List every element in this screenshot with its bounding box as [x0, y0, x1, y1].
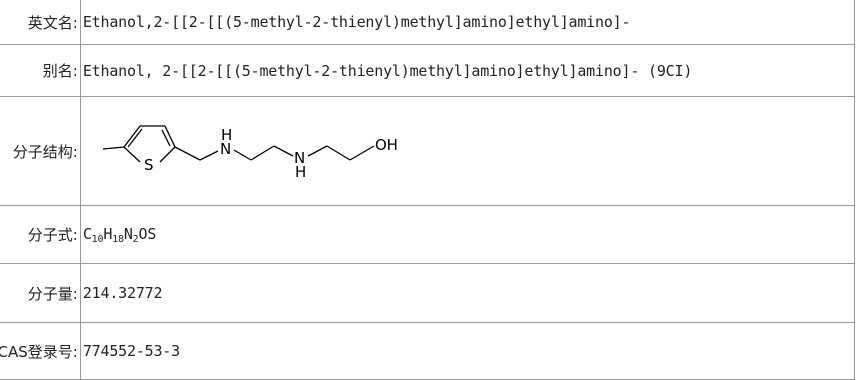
sulfur-atom: S: [144, 156, 153, 174]
bond: [102, 146, 124, 150]
row-molecular-formula: 分子式: C10H18N2OS: [0, 205, 856, 264]
bond: [250, 145, 275, 161]
alias-value: Ethanol, 2-[[2-[[(5-methyl-2-thienyl)met…: [79, 44, 856, 97]
cas-value: 774552-53-3: [79, 322, 856, 380]
formula-subscript: 18: [112, 233, 124, 245]
bond: [273, 145, 294, 157]
bond: [199, 150, 219, 161]
hydroxyl-group: OH: [375, 136, 398, 154]
bond: [127, 128, 143, 148]
row-alias: 别名: Ethanol, 2-[[2-[[(5-methyl-2-thienyl…: [0, 44, 856, 97]
amine-nitrogen-1: N: [220, 140, 231, 158]
alias-label: 别名:: [0, 44, 81, 97]
bond: [307, 145, 328, 157]
row-cas-number: CAS登录号: 774552-53-3: [0, 322, 856, 380]
structure-label: 分子结构:: [0, 96, 81, 206]
english-name-value: Ethanol,2-[[2-[[(5-methyl-2-thienyl)meth…: [79, 0, 856, 45]
amine-hydrogen-1: H: [221, 126, 232, 144]
weight-label: 分子量:: [0, 263, 81, 323]
row-english-name: 英文名: Ethanol,2-[[2-[[(5-methyl-2-thienyl…: [0, 0, 856, 45]
formula-subscript: 10: [91, 233, 104, 245]
formula-label: 分子式:: [0, 205, 81, 264]
formula-subscript: 2: [132, 233, 139, 245]
bond: [123, 146, 141, 163]
bond: [326, 145, 351, 161]
cas-label: CAS登录号:: [0, 322, 81, 380]
formula-element: OS: [138, 224, 157, 243]
row-structure: 分子结构:: [0, 96, 856, 206]
formula-value: C10H18N2OS: [79, 205, 856, 264]
bond: [174, 146, 201, 161]
bond: [233, 149, 252, 161]
amine-nitrogen-2: N: [294, 149, 305, 167]
structure-cell: S H N N H OH: [79, 96, 856, 206]
bond: [164, 125, 176, 148]
bond: [159, 146, 176, 163]
formula-element: C: [82, 224, 92, 243]
formula-element: N: [123, 224, 133, 243]
bond: [349, 145, 375, 161]
bond: [161, 129, 171, 147]
molecular-structure-diagram: S H N N H OH: [102, 125, 398, 181]
row-molecular-weight: 分子量: 214.32772: [0, 263, 856, 323]
english-name-label: 英文名:: [0, 0, 81, 45]
bond: [123, 125, 141, 148]
weight-value: 214.32772: [79, 263, 856, 323]
formula-element: H: [103, 224, 113, 243]
amine-hydrogen-2: H: [295, 163, 306, 181]
